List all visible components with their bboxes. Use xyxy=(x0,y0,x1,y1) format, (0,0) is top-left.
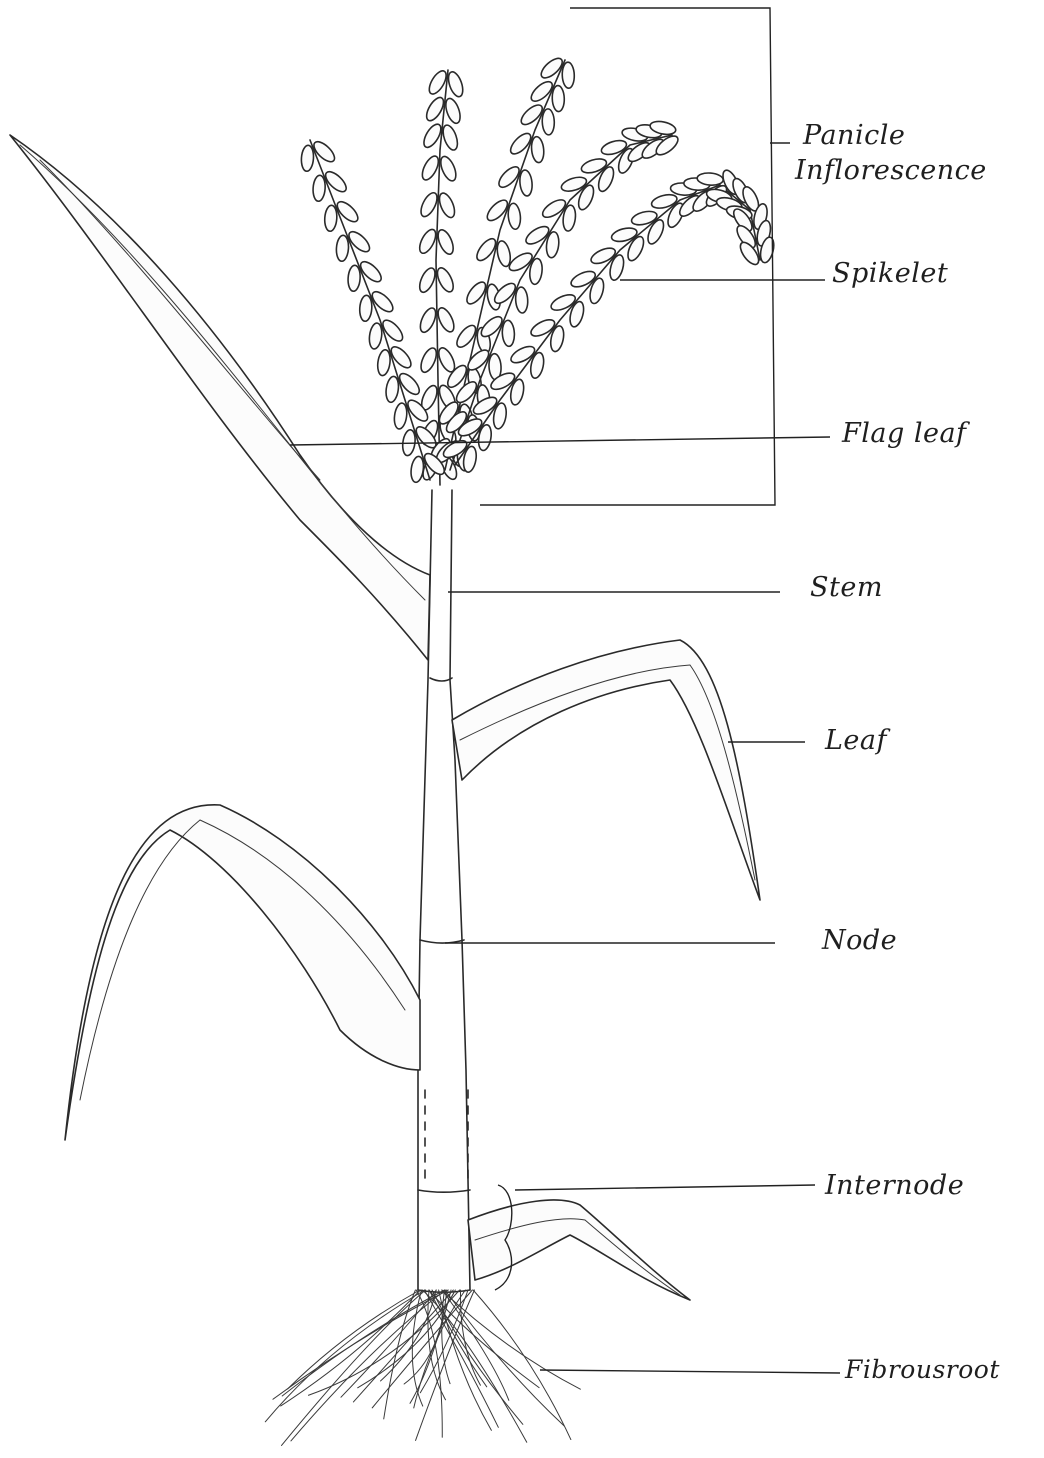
spikelet-grain xyxy=(436,191,457,220)
spikelet-grain xyxy=(435,306,457,335)
stem-label: Stem xyxy=(810,572,883,603)
root-strand xyxy=(282,1290,444,1396)
spikelet-grain xyxy=(434,266,456,295)
flag-leaf-drawing xyxy=(10,135,430,660)
root-strand xyxy=(473,1290,571,1440)
spikelet-grain xyxy=(410,456,425,483)
spikelet-grain xyxy=(336,235,350,262)
spikelet-grain xyxy=(347,265,361,292)
spikelet-grain xyxy=(542,109,555,135)
spikelet-grain xyxy=(368,322,383,349)
internode-pointer xyxy=(515,1185,815,1190)
root-strand xyxy=(442,1290,509,1400)
spikelet-grain xyxy=(435,228,456,257)
spikelet-grain xyxy=(417,266,439,295)
spikelet-grain xyxy=(443,97,463,126)
spikelet-label: Spikelet xyxy=(832,258,948,289)
spikelet-grain xyxy=(507,203,522,230)
panicle-drawing xyxy=(301,55,776,485)
spikelet-grain xyxy=(418,346,440,375)
root-strand xyxy=(281,1290,421,1406)
spikelet-grain xyxy=(562,62,575,88)
roots-drawing xyxy=(265,1290,580,1445)
spikelet-grain xyxy=(385,376,400,403)
spikelet-grain xyxy=(376,349,391,376)
spikelet-grain xyxy=(393,402,408,429)
root-strand xyxy=(460,1290,480,1385)
spikelet-grain xyxy=(359,295,373,322)
spikelet-grain xyxy=(502,320,515,347)
spikelet-grain xyxy=(552,85,565,111)
spikelet-grain xyxy=(301,145,315,172)
spikelet-grain xyxy=(417,306,439,335)
inflorescence-label: Inflorescence xyxy=(795,155,987,186)
spikelet-grain xyxy=(519,169,534,196)
fibrous-root-pointer xyxy=(540,1370,840,1373)
flag-leaf-label: Flag leaf xyxy=(842,418,967,449)
spikelet-grain xyxy=(530,136,545,163)
node-label: Node xyxy=(822,925,897,956)
spikelet-grain xyxy=(446,70,466,99)
internode-label: Internode xyxy=(825,1170,964,1201)
root-strand xyxy=(442,1290,450,1384)
fibrous-root-label: Fibrousroot xyxy=(845,1355,1000,1384)
flag-leaf-pointer xyxy=(290,437,830,445)
root-strand xyxy=(282,1290,426,1445)
leaf-drawing xyxy=(452,640,760,900)
leaf-label: Leaf xyxy=(825,725,887,756)
spikelet-grain xyxy=(515,287,528,314)
spikelet-grain xyxy=(440,123,460,152)
spikelet-grain xyxy=(438,154,459,183)
spikelet-grain xyxy=(324,205,338,232)
lower-left-leaf-drawing xyxy=(65,805,420,1140)
spikelet-grain xyxy=(312,175,326,202)
panicle-label: Panicle xyxy=(803,120,905,151)
